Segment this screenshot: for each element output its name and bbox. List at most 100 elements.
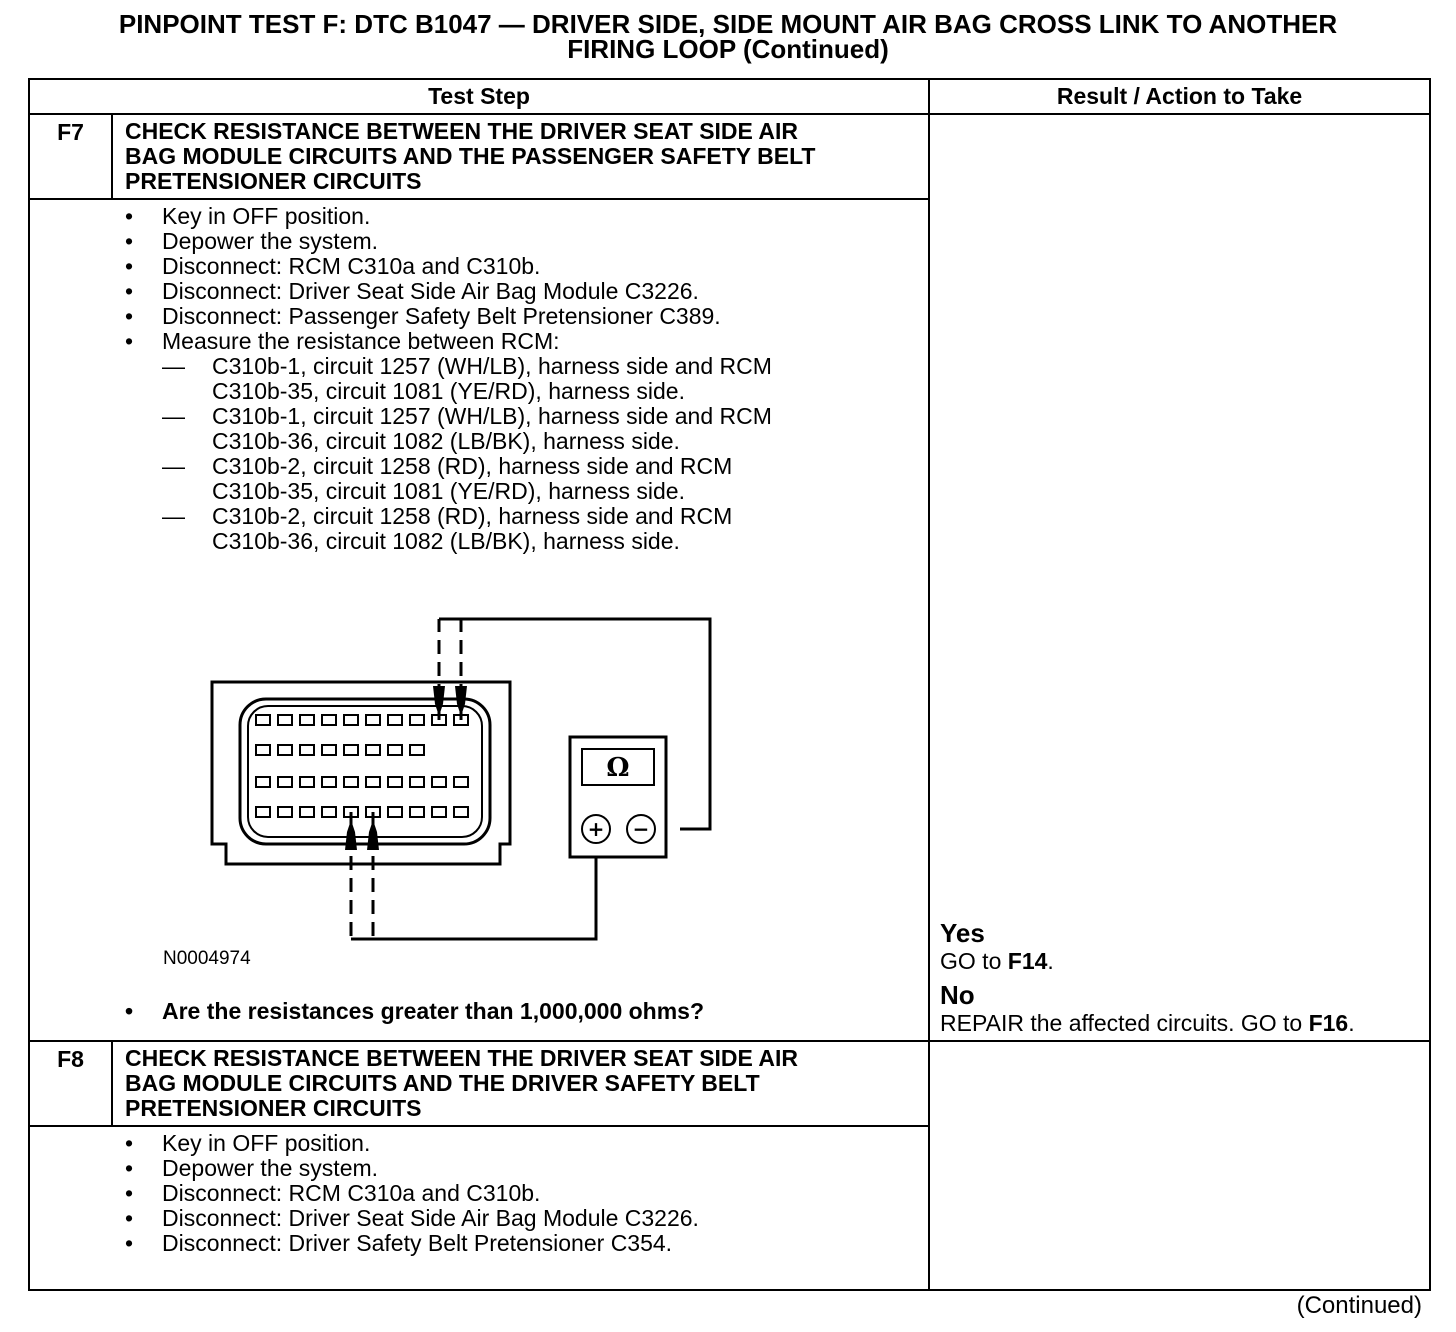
pin-cavity bbox=[453, 806, 469, 818]
heading-line: CHECK RESISTANCE BETWEEN THE DRIVER SEAT… bbox=[125, 118, 799, 144]
pin-cavity bbox=[431, 776, 447, 788]
step-f7-question-list: Are the resistances greater than 1,000,0… bbox=[30, 999, 928, 1025]
meter-lead-positive bbox=[373, 844, 598, 941]
pin-cavity bbox=[343, 776, 359, 788]
probe-tip bbox=[433, 686, 445, 716]
pin-cavity bbox=[365, 744, 381, 756]
connector-body bbox=[210, 680, 512, 866]
plus-symbol: + bbox=[588, 817, 605, 841]
pin-cavity bbox=[409, 714, 425, 726]
header-result-action: Result / Action to Take bbox=[928, 78, 1432, 115]
step-f8-actions: Key in OFF position. Depower the system.… bbox=[30, 1131, 928, 1257]
pin-cavity bbox=[343, 744, 359, 756]
measurement-item: C310b-2, circuit 1258 (RD), harness side… bbox=[162, 504, 928, 554]
positive-terminal bbox=[581, 814, 611, 844]
meter-lead-negative bbox=[461, 617, 712, 831]
title-line-2: FIRING LOOP (Continued) bbox=[567, 34, 889, 64]
table-header-row: Test Step Result / Action to Take bbox=[27, 78, 1432, 115]
pin-cavity bbox=[299, 806, 315, 818]
step-f8-body-row: Key in OFF position. Depower the system.… bbox=[27, 1125, 1430, 1291]
list-item: Disconnect: RCM C310a and C310b. bbox=[30, 1181, 928, 1207]
continued-label: (Continued) bbox=[1296, 1292, 1422, 1319]
title-line-1: PINPOINT TEST F: DTC B1047 — DRIVER SIDE… bbox=[118, 9, 1338, 39]
connector-face-inner bbox=[247, 705, 483, 838]
connector-ohmmeter-diagram: Ω + − N0004974 bbox=[30, 554, 928, 1009]
result-no-text: REPAIR the affected circuits. GO to F16. bbox=[940, 1010, 1355, 1036]
pin-cavity bbox=[365, 714, 381, 726]
ohmmeter-display bbox=[581, 748, 655, 786]
result-no-target[interactable]: F16 bbox=[1308, 1010, 1349, 1036]
measurement-item: C310b-1, circuit 1257 (WH/LB), harness s… bbox=[162, 404, 928, 454]
probe-tip bbox=[455, 686, 467, 716]
heading-line: CHECK RESISTANCE BETWEEN THE DRIVER SEAT… bbox=[125, 1045, 799, 1071]
pin-cavity bbox=[321, 776, 337, 788]
connector-pins bbox=[255, 714, 469, 818]
result-yes-target[interactable]: F14 bbox=[1007, 948, 1048, 974]
step-f7-body-row: Key in OFF position. Depower the system.… bbox=[27, 198, 1430, 1042]
pin-cavity bbox=[321, 714, 337, 726]
probe-tip bbox=[367, 820, 379, 850]
pin-cavity bbox=[431, 806, 447, 818]
negative-terminal bbox=[626, 814, 656, 844]
result-block: Yes GO to F14. No REPAIR the affected ci… bbox=[940, 918, 1355, 1036]
list-item: Depower the system. bbox=[30, 229, 928, 255]
step-f8-heading-row: F8 CHECK RESISTANCE BETWEEN THE DRIVER S… bbox=[28, 1040, 1432, 1291]
pin-cavity bbox=[387, 744, 403, 756]
list-item: Disconnect: Driver Seat Side Air Bag Mod… bbox=[30, 279, 928, 305]
step-id-f7: F7 bbox=[28, 113, 113, 200]
heading-line: BAG MODULE CIRCUITS AND THE PASSENGER SA… bbox=[125, 143, 816, 169]
step-f7-heading: CHECK RESISTANCE BETWEEN THE DRIVER SEAT… bbox=[110, 113, 931, 200]
pin-cavity bbox=[277, 744, 293, 756]
step-question: Are the resistances greater than 1,000,0… bbox=[30, 999, 928, 1025]
diagram-svg: Ω + − bbox=[210, 617, 712, 941]
header-test-step: Test Step bbox=[27, 78, 931, 115]
step-f7-result: Yes GO to F14. No REPAIR the affected ci… bbox=[928, 113, 1432, 1042]
list-item: Key in OFF position. bbox=[30, 1131, 928, 1157]
pin-cavity bbox=[255, 806, 271, 818]
pin-cavity bbox=[255, 744, 271, 756]
pin-cavity bbox=[277, 714, 293, 726]
pinpoint-test-table: Test Step Result / Action to Take F7 CHE… bbox=[27, 78, 1432, 1291]
list-item: Disconnect: Passenger Safety Belt Preten… bbox=[30, 304, 928, 330]
pin-cavity bbox=[453, 776, 469, 788]
list-item: Disconnect: Driver Seat Side Air Bag Mod… bbox=[30, 1206, 928, 1232]
measurement-item: C310b-2, circuit 1258 (RD), harness side… bbox=[162, 454, 928, 504]
pin-cavity bbox=[365, 776, 381, 788]
result-yes-text: GO to F14. bbox=[940, 948, 1054, 974]
ohm-symbol: Ω bbox=[606, 753, 629, 783]
step-f7-actions: Key in OFF position. Depower the system.… bbox=[30, 204, 928, 554]
pin-cavity bbox=[409, 776, 425, 788]
connector-face-outer bbox=[238, 697, 492, 846]
pin-cavity bbox=[343, 714, 359, 726]
probe-tip bbox=[345, 820, 357, 850]
list-item: Key in OFF position. bbox=[30, 204, 928, 230]
list-item: Measure the resistance between RCM: C310… bbox=[30, 329, 928, 554]
pin-cavity bbox=[255, 714, 271, 726]
step-f7-heading-row: F7 CHECK RESISTANCE BETWEEN THE DRIVER S… bbox=[28, 113, 1432, 1042]
heading-line: PRETENSIONER CIRCUITS bbox=[125, 168, 422, 194]
step-f8-heading: CHECK RESISTANCE BETWEEN THE DRIVER SEAT… bbox=[110, 1040, 931, 1127]
heading-line: BAG MODULE CIRCUITS AND THE DRIVER SAFET… bbox=[125, 1070, 760, 1096]
list-item: Depower the system. bbox=[30, 1156, 928, 1182]
pin-cavity bbox=[299, 744, 315, 756]
pin-cavity bbox=[387, 714, 403, 726]
list-item: Disconnect: RCM C310a and C310b. bbox=[30, 254, 928, 280]
step-f8-body: Key in OFF position. Depower the system.… bbox=[27, 1125, 931, 1291]
result-yes-label: Yes bbox=[940, 918, 985, 948]
result-no-label: No bbox=[940, 980, 975, 1010]
step-id-f8: F8 bbox=[28, 1040, 113, 1127]
pin-cavity bbox=[387, 806, 403, 818]
list-item: Disconnect: Driver Safety Belt Pretensio… bbox=[30, 1231, 928, 1257]
measurement-list: C310b-1, circuit 1257 (WH/LB), harness s… bbox=[162, 354, 928, 554]
pin-cavity bbox=[387, 776, 403, 788]
figure-code: N0004974 bbox=[163, 948, 251, 969]
heading-line: PRETENSIONER CIRCUITS bbox=[125, 1095, 422, 1121]
pin-cavity bbox=[277, 776, 293, 788]
minus-symbol: − bbox=[633, 817, 650, 841]
pin-cavity bbox=[255, 776, 271, 788]
step-f7-body: Key in OFF position. Depower the system.… bbox=[27, 198, 931, 1042]
pin-cavity bbox=[277, 806, 293, 818]
measurement-item: C310b-1, circuit 1257 (WH/LB), harness s… bbox=[162, 354, 928, 404]
pin-cavity bbox=[299, 714, 315, 726]
pin-cavity bbox=[321, 806, 337, 818]
